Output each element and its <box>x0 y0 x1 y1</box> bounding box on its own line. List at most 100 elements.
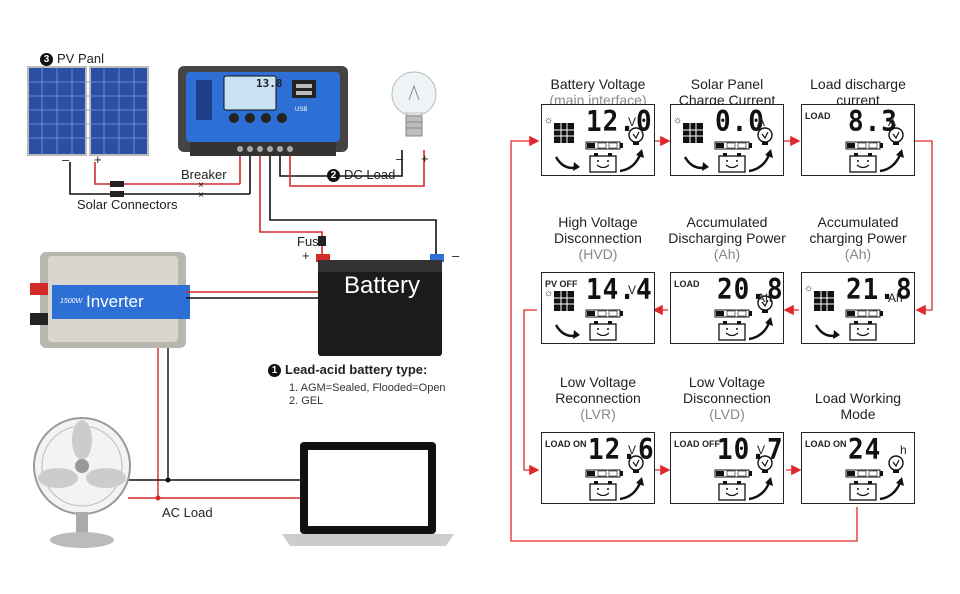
sun-icon: ☼ <box>804 283 814 294</box>
solar-cell-icon <box>554 123 574 143</box>
panel-title-line: Accumulated <box>817 214 899 230</box>
flow-arrows <box>510 135 933 542</box>
panel-value: 14.4 <box>586 273 653 307</box>
charge-controller <box>178 66 348 156</box>
panel-value: 20.8 <box>717 273 784 307</box>
discharge-arrow-icon <box>748 154 771 173</box>
inverter-label: Inverter <box>86 292 144 311</box>
battery-minus: – <box>452 248 460 263</box>
battery-face-icon <box>589 481 617 501</box>
load-bulb-icon <box>888 127 904 145</box>
battery-plus: + <box>302 248 310 263</box>
discharge-arrow-icon <box>879 482 902 501</box>
laptop-icon <box>282 442 454 546</box>
panel-subtitle: (Ah) <box>713 246 741 262</box>
controller-usb: USB <box>295 107 308 113</box>
panel-value: 0.0 <box>715 105 765 139</box>
panel-subtitle: (Ah) <box>844 246 872 262</box>
load-bulb-icon <box>888 455 904 473</box>
battery-icon <box>316 254 444 356</box>
panel-unit: V <box>628 115 637 129</box>
discharge-arrow-icon <box>748 482 771 501</box>
solar-panel-icon <box>27 66 149 156</box>
battery-type-line-2: 2. GEL <box>289 395 324 407</box>
ac-load-label: AC Load <box>162 505 213 520</box>
panel-title-line: Load Working <box>814 390 902 406</box>
panel-subtitle: (LVR) <box>580 406 616 422</box>
panel-value: 12.6 <box>588 433 655 467</box>
battery-face-icon <box>849 481 877 501</box>
panel-tag: LOAD <box>805 111 831 121</box>
battery-level-icon <box>585 309 623 318</box>
battery-level-icon <box>845 141 883 150</box>
fan-icon <box>33 417 131 548</box>
battery-level-icon <box>585 141 623 150</box>
discharge-arrow-icon <box>748 322 771 341</box>
solar-cell-icon <box>554 291 574 311</box>
solar-cell-icon <box>683 123 703 143</box>
svg-text:×: × <box>198 190 204 201</box>
panel-tag: PV OFF <box>545 279 578 289</box>
panel-unit: Ah <box>757 291 772 305</box>
battery-level-icon <box>845 309 883 318</box>
panel-title-line: Discharging Power <box>668 230 786 246</box>
battery-level-icon <box>714 141 752 150</box>
inverter-icon <box>30 252 190 348</box>
panel-value: 12.0 <box>586 105 653 139</box>
load-bulb-icon <box>628 127 644 145</box>
dc-minus: – <box>396 151 404 166</box>
panel-unit: V <box>628 443 637 457</box>
battery-label: Battery <box>343 272 421 299</box>
wiring-diagram: × × <box>27 66 454 548</box>
solar-cell-icon <box>814 291 834 311</box>
load-bulb-icon <box>628 455 644 473</box>
battery-face-icon <box>849 321 877 341</box>
battery-level-icon <box>845 469 883 478</box>
load-bulb-icon <box>757 295 773 313</box>
panel-title-line: High Voltage <box>558 214 638 230</box>
breaker-label: Breaker <box>181 167 227 182</box>
panel-tag: LOAD <box>674 279 700 289</box>
battery-face-icon <box>718 481 746 501</box>
discharge-arrow-icon <box>619 154 642 173</box>
panel-unit: h <box>900 443 907 457</box>
panel-title-line: Load discharge <box>810 76 906 92</box>
panel-value: 24 <box>848 433 882 467</box>
panel-title-line: Battery Voltage <box>550 76 646 92</box>
battery-face-icon <box>589 321 617 341</box>
panel-title-line: Low Voltage <box>559 374 637 390</box>
pv-plus: + <box>94 152 102 167</box>
battery-type-line-1: 1. AGM=Sealed, Flooded=Open <box>289 382 446 394</box>
battery-face-icon <box>718 153 746 173</box>
panel-title-line: Solar Panel <box>690 76 764 92</box>
pv-minus: – <box>62 152 70 167</box>
inverter-badge: 1500W <box>60 298 83 305</box>
panel-value: 10.7 <box>717 433 784 467</box>
discharge-arrow-icon <box>879 154 902 173</box>
load-bulb-icon <box>757 455 773 473</box>
panel-unit: Ah <box>888 291 903 305</box>
controller-display: 13.8 <box>256 77 283 90</box>
panel-value: 21.8 <box>846 273 913 307</box>
svg-text:×: × <box>198 180 204 191</box>
battery-level-icon <box>585 469 623 478</box>
battery-face-icon <box>589 153 617 173</box>
discharge-arrow-icon <box>619 482 642 501</box>
battery-face-icon <box>718 321 746 341</box>
panel-title-line: Disconnection <box>683 390 771 406</box>
panel-tag: LOAD OFF <box>674 439 720 449</box>
